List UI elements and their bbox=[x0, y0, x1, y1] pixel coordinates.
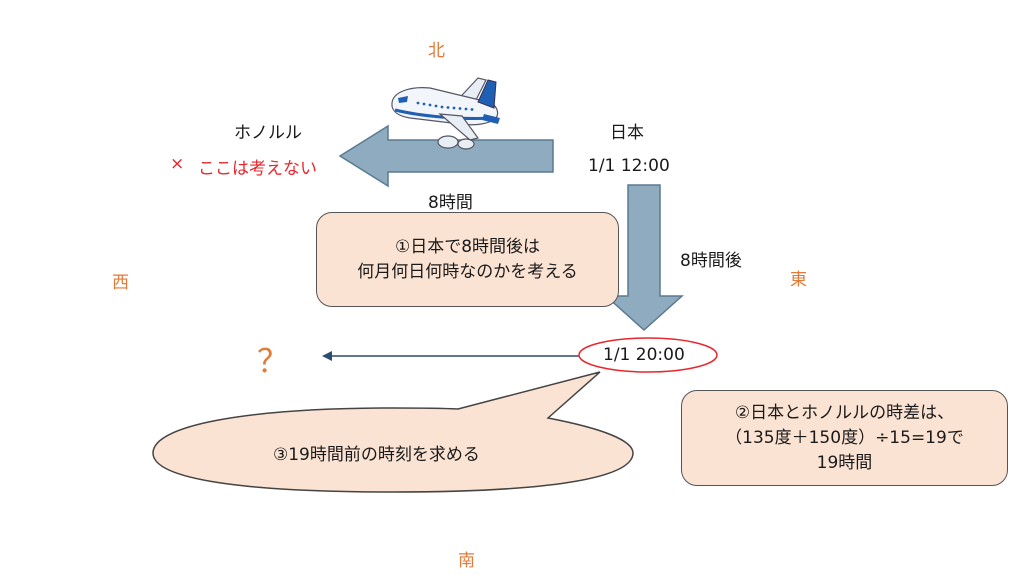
down-block-arrow bbox=[604, 184, 684, 332]
compass-south: 南 bbox=[458, 551, 475, 571]
compass-north: 北 bbox=[428, 41, 445, 61]
step2-line-2: （135度＋150度）÷15=19で bbox=[725, 427, 964, 448]
down-arrow-label: 8時間後 bbox=[680, 251, 742, 271]
left-block-arrow bbox=[338, 124, 554, 188]
airplane-icon bbox=[391, 77, 500, 150]
step3-text: ③19時間前の時刻を求める bbox=[273, 445, 480, 465]
result-time: 1/1 20:00 bbox=[603, 345, 685, 365]
step1-line-2: 何月何日何時なのかを考える bbox=[357, 261, 578, 282]
step2-line-1: ②日本とホノルルの時差は、 bbox=[734, 402, 955, 423]
speech-bubble bbox=[152, 371, 634, 493]
japan-label: 日本 bbox=[610, 123, 644, 143]
honolulu-label: ホノルル bbox=[234, 123, 302, 143]
result-time-ellipse bbox=[578, 337, 718, 373]
start-time: 1/1 12:00 bbox=[588, 156, 670, 176]
left-arrow-label: 8時間 bbox=[428, 193, 473, 213]
ignore-text: ここは考えない bbox=[198, 159, 317, 179]
compass-west: 西 bbox=[112, 273, 129, 293]
step2-box: ②日本とホノルルの時差は、 （135度＋150度）÷15=19で 19時間 bbox=[681, 390, 1008, 486]
line-arrowhead bbox=[322, 351, 332, 361]
question-mark: ？ bbox=[257, 342, 290, 380]
step2-line-3: 19時間 bbox=[816, 452, 873, 473]
step1-box: ①日本で8時間後は 何月何日何時なのかを考える bbox=[316, 212, 619, 307]
ignore-mark: × bbox=[170, 154, 185, 174]
compass-east: 東 bbox=[790, 270, 807, 290]
step1-line-1: ①日本で8時間後は bbox=[394, 236, 541, 257]
